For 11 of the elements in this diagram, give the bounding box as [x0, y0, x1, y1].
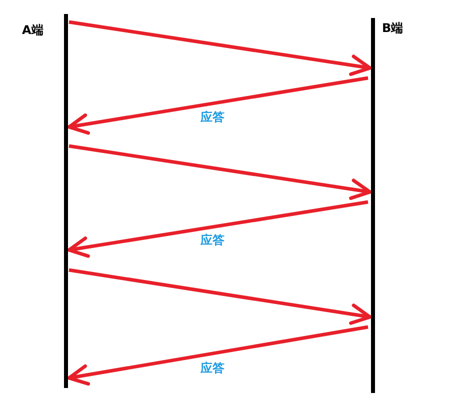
arrow — [67, 76, 368, 135]
edge-label: 应答 — [198, 360, 226, 377]
edge-label: 应答 — [198, 232, 226, 249]
arrow — [68, 268, 372, 325]
lifeline-label: B端 — [382, 20, 404, 37]
edge-label: 应答 — [198, 109, 226, 126]
arrow — [68, 20, 372, 76]
arrow — [67, 325, 368, 386]
arrow — [68, 144, 372, 200]
lifeline-label: A端 — [22, 22, 44, 39]
arrow — [67, 200, 368, 258]
